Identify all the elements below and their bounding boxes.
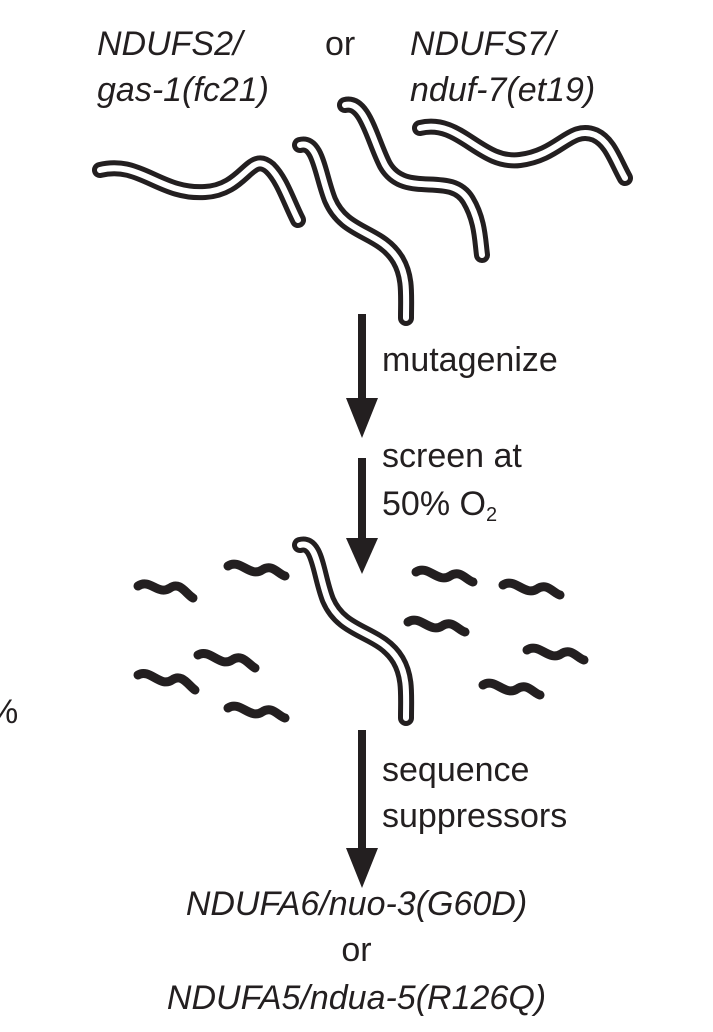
step-screen-label-line1: screen at <box>382 437 522 475</box>
arrow-sequence <box>346 730 378 888</box>
step-screen-label-line2: 50% O2 <box>382 484 498 526</box>
parent-worm-left <box>92 155 306 228</box>
parent-right-label-line1: NDUFS7/ <box>410 25 556 63</box>
parent-connector-or: or <box>325 25 356 63</box>
step-sequence-label-line2: suppressors <box>382 797 568 835</box>
small-worm-7 <box>498 578 565 600</box>
suppressor-worm <box>292 536 415 726</box>
edge-fragment-percent: % <box>0 692 18 732</box>
small-worm-4 <box>193 649 260 673</box>
arrow-screen <box>346 458 378 574</box>
oxygen-subscript: 2 <box>485 504 498 526</box>
parent-left-label-line1: NDUFS2/ <box>97 25 243 63</box>
small-worm-6 <box>411 565 478 587</box>
screened-worms <box>133 536 589 726</box>
step-sequence-label-line1: sequence <box>382 751 530 789</box>
result-label-line1: NDUFA6/nuo-3(G60D) <box>185 885 528 923</box>
parent-worm-center <box>292 136 415 326</box>
parent-left-label-line2: gas-1(fc21) <box>97 71 269 109</box>
small-worm-3 <box>133 669 200 695</box>
step-mutagenize-label: mutagenize <box>382 341 558 379</box>
parent-right-label-line2: nduf-7(et19) <box>410 71 596 109</box>
small-worm-8 <box>403 615 470 637</box>
result-label-line2: NDUFA5/ndua-5(R126Q) <box>166 979 547 1017</box>
small-worm-1 <box>133 579 198 603</box>
small-worm-2 <box>223 559 290 581</box>
small-worm-5 <box>223 701 290 723</box>
result-connector-or: or <box>341 931 372 969</box>
parent-worm-right <box>412 118 633 186</box>
arrow-mutagenize <box>346 314 378 438</box>
parent-worms <box>92 96 633 326</box>
small-worm-10 <box>478 678 545 700</box>
step-screen-condition: 50% O <box>382 485 486 523</box>
small-worm-9 <box>522 643 589 665</box>
parent-worm-middle <box>337 96 490 263</box>
